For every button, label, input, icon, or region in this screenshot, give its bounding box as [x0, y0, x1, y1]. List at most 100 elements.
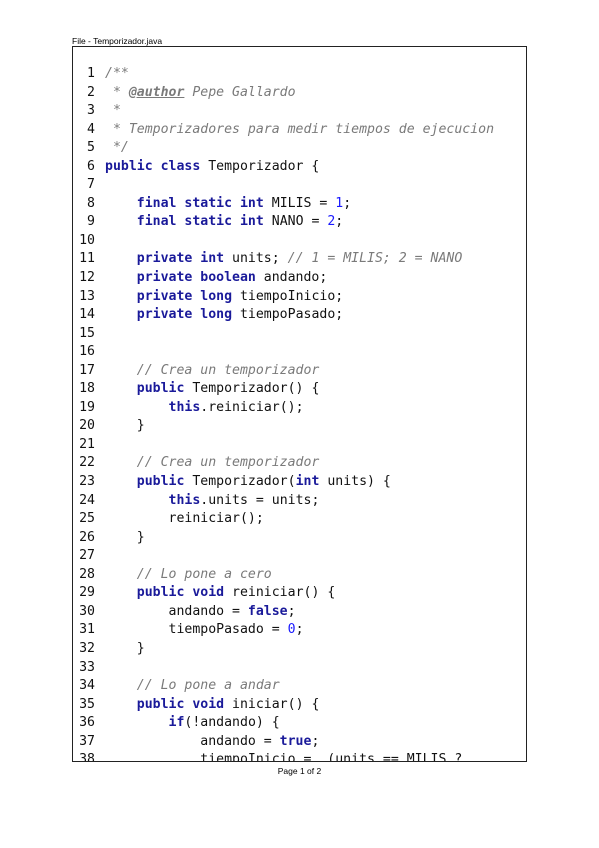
code-token: } — [105, 640, 145, 656]
line-number: 1 — [87, 66, 95, 81]
code-line: 13 private long tiempoInicio; — [73, 288, 526, 307]
code-token — [105, 493, 169, 508]
line-number: 19 — [79, 399, 95, 415]
code-token: reiniciar(); — [105, 511, 264, 527]
line-number: 29 — [79, 585, 95, 601]
code-token: tiempoInicio = (units == MILIS ? — [105, 752, 463, 762]
code-token — [105, 289, 137, 304]
line-number: 7 — [87, 177, 95, 193]
line-number: 35 — [79, 696, 95, 712]
code-token: Temporizador() { — [184, 381, 320, 397]
code-token: iniciar() { — [224, 696, 320, 712]
code-token: 2 — [327, 214, 336, 230]
line-number: 28 — [79, 566, 95, 582]
line-number: 12 — [79, 270, 95, 286]
code-token: final static int — [136, 214, 264, 230]
code-line: 19 this.reiniciar(); — [73, 399, 526, 418]
code-token — [105, 697, 137, 712]
code-token: ; — [287, 603, 296, 619]
code-token: private boolean — [136, 270, 256, 286]
code-token: int — [295, 474, 320, 490]
code-token: if — [168, 715, 185, 731]
code-token — [105, 196, 137, 211]
code-token: // Lo pone a andar — [136, 678, 280, 694]
line-number: 5 — [87, 140, 95, 156]
line-number: 18 — [79, 381, 95, 397]
line-number: 2 — [87, 84, 95, 100]
code-token: */ — [105, 140, 129, 156]
code-token: andando; — [255, 270, 328, 286]
code-token — [105, 270, 137, 285]
code-line: 16 — [73, 343, 526, 362]
code-token: public — [136, 474, 185, 490]
code-token: private long — [136, 307, 233, 323]
line-number: 8 — [87, 195, 95, 211]
line-number: 20 — [79, 418, 95, 434]
line-number: 14 — [79, 307, 95, 323]
code-token: false — [247, 603, 288, 619]
line-number: 27 — [79, 548, 95, 564]
code-line: 2 * @author Pepe Gallardo — [73, 84, 526, 103]
code-line: 22 // Crea un temporizador — [73, 454, 526, 473]
line-number: 17 — [79, 362, 95, 378]
line-number: 16 — [79, 344, 95, 360]
code-line: 15 — [73, 325, 526, 344]
line-number: 23 — [79, 474, 95, 490]
code-token: /** — [105, 66, 129, 81]
code-token: Pepe Gallardo — [184, 84, 296, 100]
code-line: 7 — [73, 176, 526, 195]
code-token: .units = units; — [200, 492, 320, 508]
code-token — [105, 585, 137, 600]
code-token: ; — [295, 622, 304, 638]
code-token: private int — [136, 251, 225, 267]
code-token: tiempoInicio; — [232, 288, 344, 304]
code-token: public void — [136, 696, 225, 712]
code-line: 14 private long tiempoPasado; — [73, 306, 526, 325]
code-token: (!andando) { — [184, 715, 280, 731]
line-number: 32 — [79, 640, 95, 656]
line-number: 13 — [79, 288, 95, 304]
code-token — [105, 455, 137, 470]
code-line: 35 public void iniciar() { — [73, 696, 526, 715]
code-line: 1 /** — [73, 65, 526, 84]
code-token — [105, 715, 169, 730]
code-line: 10 — [73, 232, 526, 251]
code-token: .reiniciar(); — [200, 399, 304, 415]
code-line: 8 final static int MILIS = 1; — [73, 195, 526, 214]
code-line: 9 final static int NANO = 2; — [73, 213, 526, 232]
code-token: // Crea un temporizador — [136, 362, 320, 378]
code-token — [105, 567, 137, 582]
code-token: tiempoPasado; — [232, 307, 344, 323]
line-number: 33 — [79, 659, 95, 675]
code-token: @author — [128, 84, 185, 100]
line-number: 6 — [87, 158, 95, 174]
code-token — [105, 400, 169, 415]
code-token: true — [279, 733, 312, 749]
code-token: this — [168, 492, 201, 508]
code-token: ; — [335, 214, 344, 230]
code-token: * Temporizadores para medir tiempos de e… — [105, 121, 495, 137]
line-number: 11 — [79, 251, 95, 267]
code-line: 4 * Temporizadores para medir tiempos de… — [73, 121, 526, 140]
code-line: 32 } — [73, 640, 526, 659]
code-token: Temporizador( — [184, 474, 296, 490]
code-line: 30 andando = false; — [73, 603, 526, 622]
code-line: 37 andando = true; — [73, 733, 526, 752]
code-token: * — [105, 84, 129, 100]
code-line: 11 private int units; // 1 = MILIS; 2 = … — [73, 250, 526, 269]
code-line: 12 private boolean andando; — [73, 269, 526, 288]
code-token: // Crea un temporizador — [136, 455, 320, 471]
code-token: public — [136, 381, 185, 397]
code-token: Temporizador { — [200, 158, 320, 174]
code-token: units; — [224, 251, 288, 267]
code-line: 20 } — [73, 417, 526, 436]
code-line: 28 // Lo pone a cero — [73, 566, 526, 585]
code-token: andando = — [105, 733, 280, 749]
code-line: 17 // Crea un temporizador — [73, 362, 526, 381]
line-number: 26 — [79, 529, 95, 545]
code-line: 18 public Temporizador() { — [73, 380, 526, 399]
code-token: andando = — [105, 603, 248, 619]
code-line: 21 — [73, 436, 526, 455]
code-line: 33 — [73, 659, 526, 678]
